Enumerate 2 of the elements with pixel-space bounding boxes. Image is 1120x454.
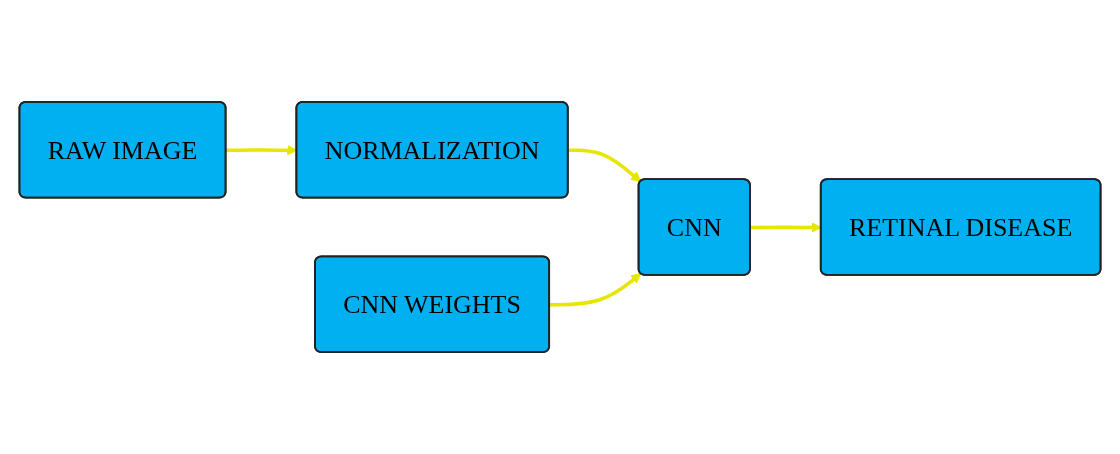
- arrow: [549, 273, 642, 307]
- arrow: [568, 148, 642, 183]
